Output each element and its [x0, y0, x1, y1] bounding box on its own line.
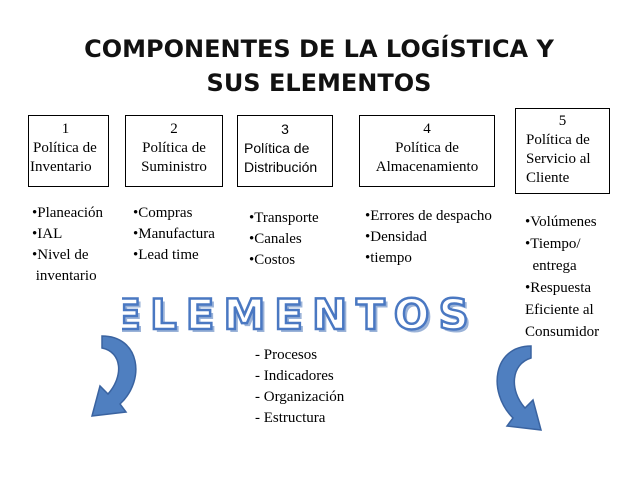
list-item: •Volúmenes: [525, 214, 597, 230]
list-item: - Indicadores: [255, 368, 334, 384]
component-3-elements: •Transporte •Canales •Costos: [249, 208, 319, 271]
title-line-2: SUS ELEMENTOS: [206, 69, 432, 97]
component-title-line-3: Cliente: [526, 170, 570, 186]
component-title-line-2: Almacenamiento: [375, 159, 479, 175]
elements-wordart: ELEMENTOS ELEMENTOS: [122, 290, 472, 338]
component-2-elements: •Compras •Manufactura •Lead time: [133, 203, 215, 266]
component-title-line-2: Distribución: [244, 159, 318, 175]
list-item: •Tiempo/: [525, 236, 581, 252]
curved-arrow-right-icon: [496, 345, 543, 431]
list-item: entrega: [525, 258, 577, 274]
list-item: •Planeación: [32, 205, 104, 221]
list-item: - Organización: [255, 389, 345, 405]
title-line-1: COMPONENTES DE LA LOGÍSTICA Y: [84, 35, 554, 63]
list-item: •Costos: [249, 252, 296, 268]
elements-wordart-text: ELEMENTOS: [122, 290, 472, 338]
component-number: 2: [170, 121, 178, 137]
list-item: •Densidad: [365, 229, 427, 245]
component-title-line-2: Inventario: [30, 159, 92, 175]
component-box-1: 1 Política de Inventario: [28, 115, 109, 187]
component-title-line-1: Política de: [142, 140, 206, 156]
component-box-4: 4 Política de Almacenamiento: [359, 115, 495, 187]
component-title-line-1: Política de: [395, 140, 459, 156]
component-title-line-1: Política de: [244, 140, 310, 156]
component-box-2: 2 Política de Suministro: [125, 115, 223, 187]
list-item: •Errores de despacho: [365, 208, 492, 224]
component-5-elements: •Volúmenes •Tiempo/ entrega •Respuesta E…: [525, 211, 599, 343]
component-4-elements: •Errores de despacho •Densidad •tiempo: [365, 206, 492, 269]
component-box-3: 3 Política de Distribución: [237, 115, 333, 187]
list-item: Consumidor: [525, 324, 600, 340]
component-title-line-2: Servicio al: [526, 151, 591, 167]
list-item: inventario: [32, 268, 97, 284]
component-title-line-1: Política de: [526, 132, 590, 148]
curved-arrow-left-icon: [90, 335, 137, 417]
component-title-line-1: Política de: [33, 140, 97, 156]
elements-wordart-shadow: ELEMENTOS: [122, 293, 472, 338]
elements-list: - Procesos - Indicadores - Organización …: [255, 345, 344, 429]
component-number: 3: [281, 121, 289, 137]
list-item: - Estructura: [255, 410, 326, 426]
component-number: 4: [423, 121, 431, 137]
list-item: •tiempo: [365, 250, 412, 266]
component-number: 1: [61, 121, 70, 137]
component-number: 5: [558, 113, 567, 129]
list-item: - Procesos: [255, 347, 318, 363]
component-1-elements: •Planeación •IAL •Nivel de inventario: [32, 203, 103, 287]
list-item: •Nivel de: [32, 247, 89, 263]
component-box-5: 5 Política de Servicio al Cliente: [515, 108, 610, 194]
list-item: •Transporte: [249, 210, 319, 226]
list-item: •Respuesta: [525, 280, 592, 296]
list-item: •Compras: [133, 205, 193, 221]
list-item: Eficiente al: [525, 302, 594, 318]
component-title-line-2: Suministro: [141, 159, 207, 175]
list-item: •Canales: [249, 231, 302, 247]
page-title: COMPONENTES DE LA LOGÍSTICA Y SUS ELEMEN…: [0, 32, 638, 100]
list-item: •IAL: [32, 226, 63, 242]
list-item: •Lead time: [133, 247, 199, 263]
list-item: •Manufactura: [133, 226, 215, 242]
